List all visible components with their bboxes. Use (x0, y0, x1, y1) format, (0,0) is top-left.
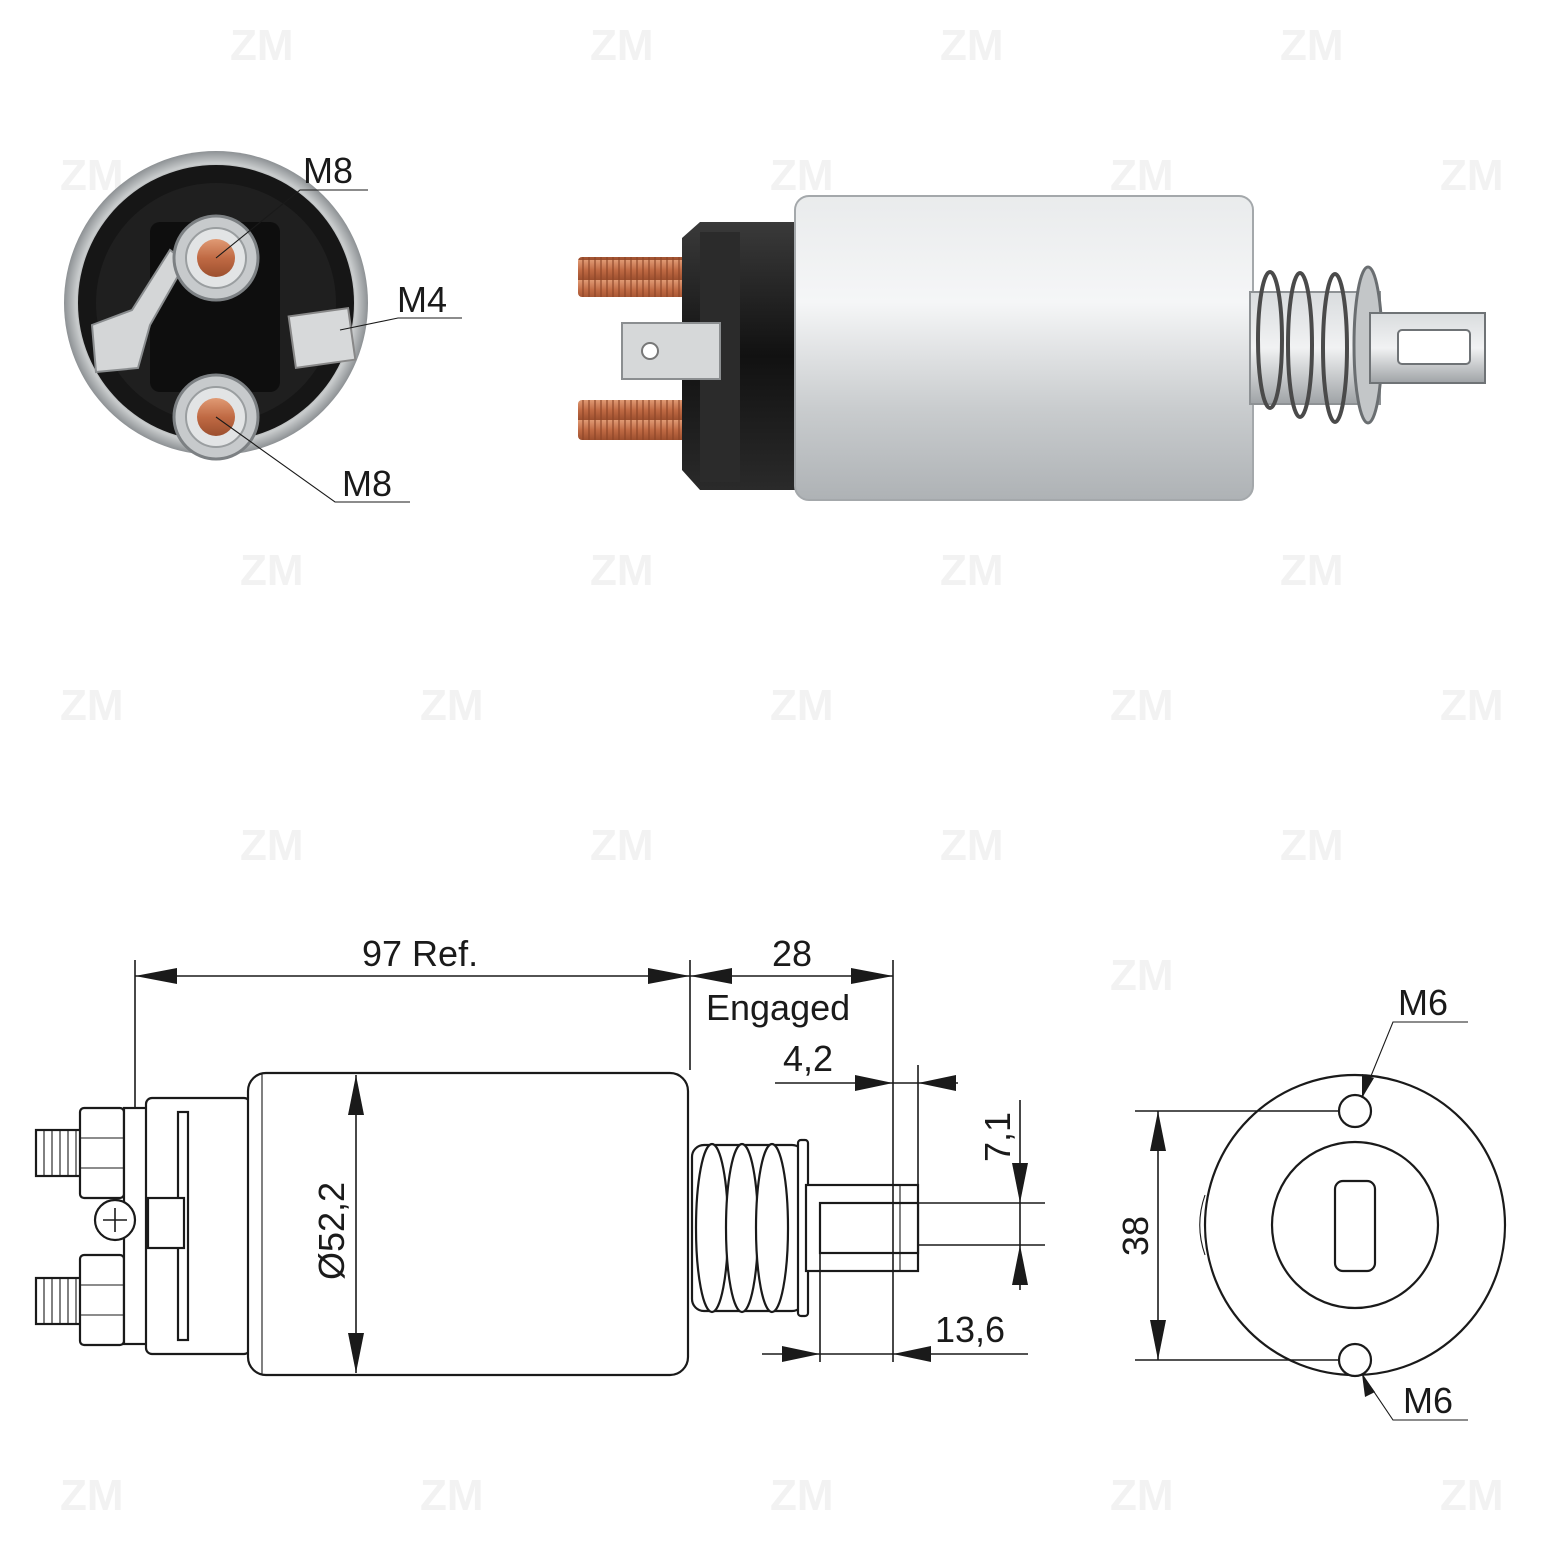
return-spring (1256, 270, 1349, 424)
bolt-hole-top (1337, 1093, 1373, 1129)
label-diameter: Ø52,2 (311, 1182, 352, 1280)
watermark: ZM (770, 151, 834, 200)
watermark: ZM (940, 21, 1004, 70)
leader-bottom-m8 (215, 416, 410, 503)
label-13-6: 13,6 (935, 1309, 1005, 1350)
label-top-m6: M6 (1398, 982, 1448, 1023)
watermark: ZM (590, 821, 654, 870)
leader-top-m8 (215, 189, 368, 259)
dim-28-engaged: 28 Engaged (690, 933, 894, 1362)
watermark: ZM (590, 21, 654, 70)
dim-diameter: Ø52,2 (311, 1075, 364, 1373)
photo-side-view (578, 195, 1486, 501)
dim-4-2: 4,2 (775, 1038, 958, 1185)
drawing-stud-bottom (34, 1253, 126, 1347)
watermark: ZM (420, 681, 484, 730)
spade-terminal (621, 322, 721, 380)
label-top-m8: M8 (303, 150, 353, 191)
dim-7-1: 7,1 (918, 1100, 1045, 1290)
watermark: ZM (940, 821, 1004, 870)
label-97-ref: 97 Ref. (362, 933, 478, 974)
watermark: ZM (1280, 546, 1344, 595)
watermark: ZM (1280, 21, 1344, 70)
watermark: ZM (770, 681, 834, 730)
label-bottom-m6: M6 (1403, 1380, 1453, 1421)
dim-97-ref: 97 Ref. (134, 933, 691, 1108)
watermark: ZM (940, 546, 1004, 595)
watermark: ZM (590, 546, 654, 595)
watermark: ZM (1110, 1471, 1174, 1520)
watermark: ZM (60, 681, 124, 730)
label-bottom-m8: M8 (342, 463, 392, 504)
bolt-hole-bottom (1337, 1342, 1373, 1378)
drawing-spring (690, 1138, 810, 1318)
watermark: ZM (60, 1471, 124, 1520)
m4-terminal (287, 306, 357, 370)
watermark: ZM (240, 821, 304, 870)
watermark: ZM (1280, 821, 1344, 870)
watermark: ZM (1110, 951, 1174, 1000)
watermark: ZM (240, 546, 304, 595)
watermark: ZM (1110, 681, 1174, 730)
dim-38: 38 (1115, 1110, 1340, 1361)
dim-13-6: 13,6 (762, 1253, 1028, 1362)
technical-drawing-side: 97 Ref. 28 Engaged 4,2 7,1 (34, 933, 1045, 1377)
label-m4: M4 (397, 279, 447, 320)
drawing-end-slot (1333, 1179, 1377, 1273)
steel-housing (794, 195, 1254, 501)
leader-m4 (339, 317, 462, 331)
technical-drawing-end: 38 M6 M6 (1115, 982, 1507, 1421)
watermark: ZM (230, 21, 294, 70)
watermark: ZM (420, 1471, 484, 1520)
label-4-2: 4,2 (783, 1038, 833, 1079)
watermark: ZM (1440, 151, 1504, 200)
copper-stud-top (578, 257, 686, 297)
label-engaged: Engaged (706, 987, 850, 1028)
drawing-housing (246, 1071, 690, 1377)
copper-link-bracket (90, 248, 188, 374)
watermark: ZM (1440, 1471, 1504, 1520)
label-7-1: 7,1 (977, 1112, 1018, 1162)
copper-stud-bottom (578, 400, 686, 440)
watermark: ZM (770, 1471, 834, 1520)
watermark-layer: ZM ZM ZM ZM ZM ZM ZM ZM ZM ZM ZM ZM ZM Z… (60, 21, 1504, 1520)
label-28: 28 (772, 933, 812, 974)
watermark: ZM (1440, 681, 1504, 730)
watermark: ZM (1110, 151, 1174, 200)
label-38: 38 (1115, 1216, 1156, 1256)
drawing-stud-top (34, 1106, 126, 1200)
leader-top-m6 (1361, 1021, 1468, 1099)
photo-front-view: M8 M4 M8 (64, 150, 462, 504)
